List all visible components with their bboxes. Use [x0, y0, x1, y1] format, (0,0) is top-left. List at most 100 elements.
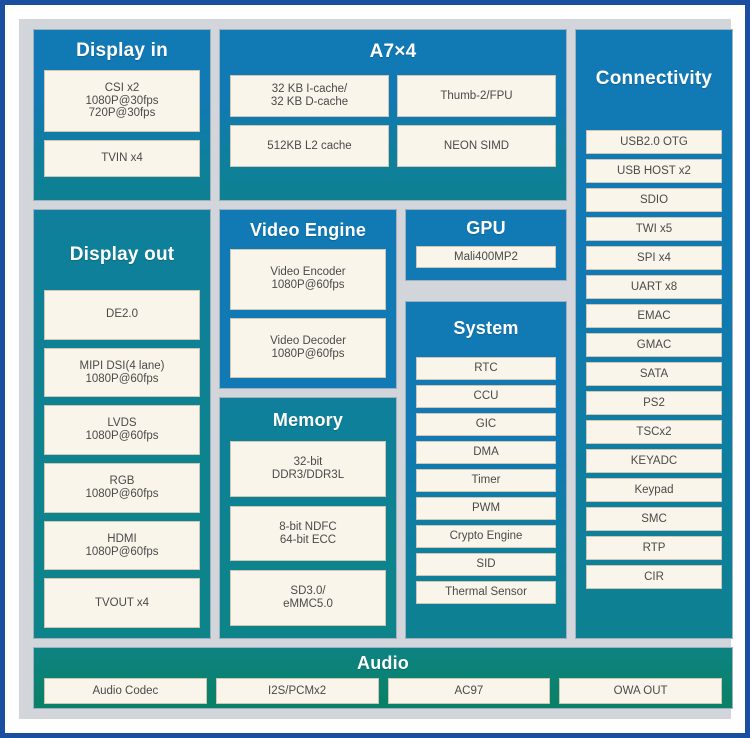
block-cell: TVOUT x4 [44, 578, 200, 629]
block-cell: I2S/PCMx2 [215, 678, 379, 704]
block-cell-line: 32 KB I-cache/ [271, 83, 348, 96]
block-cell: GMAC [586, 333, 722, 357]
block-cell: USB HOST x2 [586, 159, 722, 183]
block-cell-line: Video Encoder [270, 266, 346, 279]
block-cell-line: DE2.0 [106, 308, 138, 321]
block-cell-line: I2S/PCMx2 [268, 684, 327, 697]
block-cell: 32 KB I-cache/32 KB D-cache [230, 75, 389, 117]
block-title-system: System [453, 318, 519, 338]
block-a7-cluster: A7×4 32 KB I-cache/32 KB D-cache Thumb-2/… [219, 29, 567, 201]
block-cell-line: TWI x5 [635, 222, 673, 235]
block-cell: Thumb-2/FPU [397, 75, 556, 117]
block-gpu: GPU Mali400MP2 [405, 209, 567, 281]
block-cell-line: DMA [473, 446, 499, 459]
block-cell: GIC [416, 413, 556, 436]
block-cell-line: USB HOST x2 [617, 164, 691, 177]
block-cell-line: NEON SIMD [443, 139, 510, 152]
block-cell: USB2.0 OTG [586, 130, 722, 154]
block-cell: KEYADC [586, 449, 722, 473]
block-title-a7: A7×4 [369, 41, 417, 62]
block-cell: Audio Codec [44, 678, 207, 704]
block-cell: NEON SIMD [397, 125, 556, 167]
block-cell-line: EMAC [637, 309, 671, 322]
block-cell: TWI x5 [586, 217, 722, 241]
block-cell: SMC [586, 507, 722, 531]
block-cell-line: 1080P@60fps [271, 279, 345, 292]
block-title-display-out: Display out [69, 244, 175, 265]
block-cell-line: RTP [642, 541, 666, 554]
block-cell-line: eMMC5.0 [283, 598, 333, 611]
block-body-a7: 32 KB I-cache/32 KB D-cache Thumb-2/FPU 51… [220, 75, 566, 200]
block-cell-line: CSI x2 [104, 81, 140, 94]
block-cell: DE2.0 [44, 290, 200, 340]
block-cell-line: 32-bit [293, 455, 323, 468]
block-cell-line: 1080P@60fps [85, 430, 159, 443]
block-cell: TSCx2 [586, 420, 722, 444]
block-title-memory: Memory [272, 410, 344, 430]
block-cell-line: 1080P@60fps [85, 372, 159, 385]
block-cell-line: SMC [641, 512, 667, 525]
block-cell-line: OWA OUT [613, 684, 668, 697]
block-cell-line: DDR3/DDR3L [271, 468, 345, 481]
block-title-video-engine: Video Engine [249, 220, 367, 240]
block-cell-line: AC97 [454, 684, 484, 697]
block-cell-line: HDMI [107, 532, 137, 545]
block-cell-line: 1080P@60fps [85, 487, 159, 500]
block-cell: AC97 [387, 678, 551, 704]
block-cell-line: CCU [473, 390, 499, 403]
block-cell: SD3.0/eMMC5.0 [230, 570, 386, 627]
block-cell-line: USB2.0 OTG [620, 135, 688, 148]
block-cell-line: TSCx2 [636, 425, 672, 438]
block-cell: RTP [586, 536, 722, 560]
block-cell-line: RTC [474, 362, 498, 375]
block-cell: Mali400MP2 [416, 246, 556, 268]
block-cell: CIR [586, 565, 722, 589]
block-cell: 512KB L2 cache [230, 125, 389, 167]
block-cell-line: PWM [471, 502, 501, 515]
block-cell: Keypad [586, 478, 722, 502]
block-cell: PS2 [586, 391, 722, 415]
block-cell-line: SD3.0/ [290, 585, 326, 598]
block-cell-line: SID [476, 558, 496, 571]
block-cell-line: 720P@30fps [88, 107, 156, 120]
block-cell-line: RGB [109, 474, 135, 487]
block-cell-line: 32 KB D-cache [270, 96, 349, 108]
block-cell: SATA [586, 362, 722, 386]
block-body-audio: Audio Codec I2S/PCMx2 AC97 OWA OUT [34, 678, 732, 713]
block-cell-line: CIR [644, 570, 664, 583]
block-cell-line: PS2 [643, 396, 665, 409]
block-cell-line: 1080P@60fps [271, 347, 345, 360]
block-cell: Crypto Engine [416, 525, 556, 548]
block-cell: DMA [416, 441, 556, 464]
block-cell-line: KEYADC [630, 454, 678, 467]
block-cell-line: Thumb-2/FPU [440, 89, 513, 102]
block-cell-line: 512KB L2 cache [267, 139, 352, 152]
block-cell-line: SATA [639, 367, 669, 380]
block-cell: PWM [416, 497, 556, 520]
block-cell-line: LVDS [107, 417, 137, 430]
block-cell: TVIN x4 [44, 140, 200, 177]
block-cell: OWA OUT [559, 678, 722, 704]
block-cell: SDIO [586, 188, 722, 212]
block-cell: SPI x4 [586, 246, 722, 270]
block-cell-line: SPI x4 [637, 251, 671, 264]
block-cell-line: Crypto Engine [449, 530, 523, 543]
